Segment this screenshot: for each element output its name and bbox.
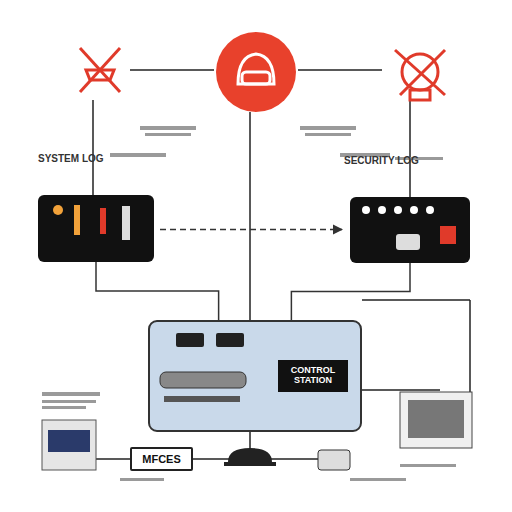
label-box: MFCES xyxy=(130,447,193,471)
caption-bars xyxy=(42,126,456,481)
panel-icon xyxy=(100,208,106,234)
wire xyxy=(469,300,471,392)
wire xyxy=(409,100,411,197)
icon-stroke xyxy=(80,48,120,92)
wire xyxy=(130,69,214,71)
panel-icon xyxy=(426,206,434,214)
node-text: MFCES xyxy=(132,453,191,465)
panel-icon xyxy=(378,206,386,214)
node-text: CONTROL STATION xyxy=(278,360,348,392)
panel-icon xyxy=(394,206,402,214)
panel-icon xyxy=(53,205,63,215)
monitor-screen xyxy=(48,430,90,452)
small-device xyxy=(318,450,350,470)
device-button xyxy=(176,333,204,347)
connector xyxy=(160,229,342,231)
warning-icon xyxy=(80,48,120,92)
panel-icons xyxy=(362,206,456,250)
monitor-screen xyxy=(408,400,464,438)
caption-bar xyxy=(400,464,456,467)
panel-icon xyxy=(122,206,130,240)
alarm-circle xyxy=(216,32,296,112)
panel-icon xyxy=(410,206,418,214)
right-monitor xyxy=(400,392,472,448)
helmet-visor xyxy=(242,72,270,84)
panel-icon xyxy=(440,226,456,244)
bell-base xyxy=(224,462,276,466)
caption-bar xyxy=(110,153,166,157)
wire xyxy=(96,458,130,460)
wire xyxy=(362,299,470,301)
caption-bar xyxy=(42,400,96,403)
panel-icon xyxy=(396,234,420,250)
caption-bar xyxy=(300,126,356,130)
dark-panel: SYSTEM LOG xyxy=(38,195,154,262)
device-slot xyxy=(164,396,240,402)
node-text: SECURITY LOG xyxy=(344,155,474,166)
icon-stroke xyxy=(410,90,430,100)
device-button xyxy=(216,333,244,347)
caption-bar xyxy=(140,126,196,130)
panel-icons xyxy=(53,205,130,240)
caption-bar xyxy=(305,133,351,136)
connector xyxy=(96,262,219,320)
icon-stroke xyxy=(400,50,445,95)
wire xyxy=(249,112,251,320)
robot-icon xyxy=(395,50,445,100)
connector xyxy=(291,263,410,320)
panel-icon xyxy=(362,206,370,214)
caption-bar xyxy=(145,133,191,136)
caption-bar xyxy=(42,392,100,396)
small-monitor xyxy=(42,420,96,470)
caption-bar xyxy=(120,478,164,481)
icon-stroke xyxy=(80,48,120,92)
wire xyxy=(362,389,440,391)
caption-bar xyxy=(42,406,86,409)
icon-stroke xyxy=(395,50,445,95)
panel-icon xyxy=(74,205,80,235)
wire xyxy=(92,100,94,195)
caption-bar xyxy=(350,478,406,481)
wire xyxy=(298,69,382,71)
device-slot xyxy=(160,372,246,388)
icon-stroke xyxy=(86,70,114,80)
node-text: SYSTEM LOG xyxy=(38,153,158,164)
helmet-icon xyxy=(238,54,274,84)
bell-device xyxy=(228,448,272,462)
